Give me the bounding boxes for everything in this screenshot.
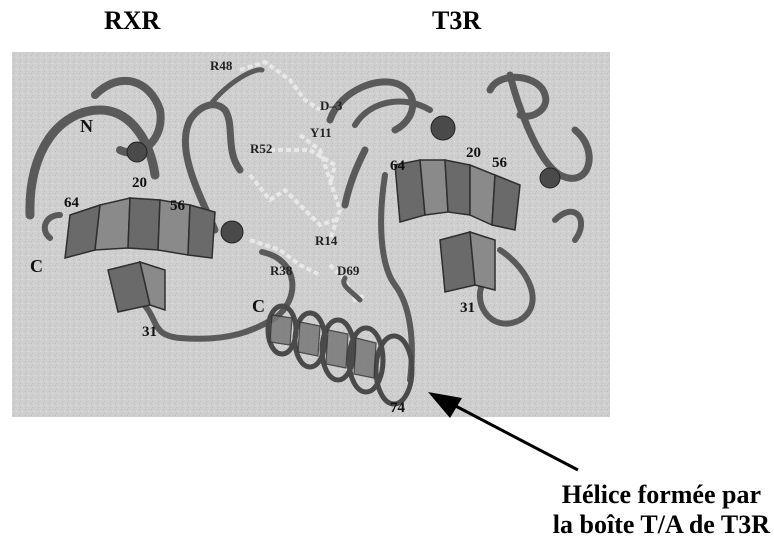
rxr-sphere bbox=[127, 142, 147, 162]
residue-r52-label: R52 bbox=[250, 141, 272, 156]
rxr-residue-64-label: 64 bbox=[64, 195, 80, 211]
t3r-residue-31-label: 31 bbox=[460, 300, 475, 316]
t3r-residue-64-label: 64 bbox=[390, 158, 406, 174]
t3r-sphere bbox=[431, 116, 455, 140]
rxr-residue-20-label: 20 bbox=[132, 175, 147, 191]
residue-y11-label: Y11 bbox=[310, 125, 332, 140]
rxr-n-terminus-label: N bbox=[80, 116, 93, 136]
t3r-residue-20-label: 20 bbox=[466, 145, 481, 161]
t3r-residue-74-label: 74 bbox=[390, 400, 406, 416]
rxr-helix-lower bbox=[108, 262, 165, 312]
t3r-c-terminus-label: C bbox=[252, 296, 265, 316]
rxr-residue-56-label: 56 bbox=[170, 198, 186, 214]
residue-r38-label: R38 bbox=[270, 263, 293, 278]
helix-caption: Hélice formée par la boîte T/A de T3R bbox=[553, 480, 770, 540]
residue-r48-label: R48 bbox=[210, 58, 233, 73]
t3r-residue-56-label: 56 bbox=[492, 155, 508, 171]
t3r-sphere-2 bbox=[540, 168, 560, 188]
t3r-helix-lower bbox=[440, 232, 495, 292]
caption-line-1: Hélice formée par bbox=[553, 480, 770, 510]
residue-r14-label: R14 bbox=[315, 233, 338, 248]
rxr-sphere-2 bbox=[221, 221, 243, 243]
rxr-residue-31-label: 31 bbox=[142, 324, 157, 340]
rxr-c-terminus-label: C bbox=[30, 256, 43, 276]
residue-d69-label: D69 bbox=[337, 263, 360, 278]
caption-line-2: la boîte T/A de T3R bbox=[553, 510, 770, 540]
residue-d-3-label: D–3 bbox=[320, 98, 343, 113]
